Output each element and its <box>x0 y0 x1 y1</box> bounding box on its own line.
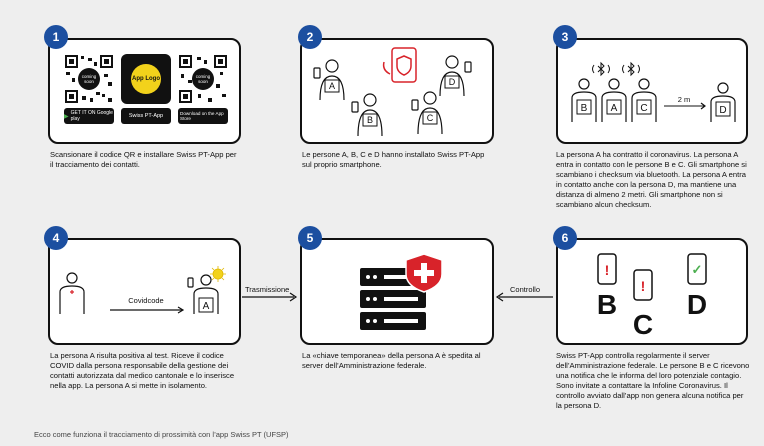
panel-step-5 <box>300 238 494 345</box>
panel-step-2: A B C D <box>300 38 494 144</box>
swiss-pt-app-badge: Swiss PT-App <box>121 108 171 124</box>
app-logo-badge: App Logo <box>131 64 161 94</box>
swiss-pt-app-label: Swiss PT-App <box>128 113 164 119</box>
step-number-label: 6 <box>561 231 569 245</box>
step-number: 4 <box>44 226 68 250</box>
phone-shield-icon <box>382 47 417 83</box>
step-description: La «chiave temporanea» della persona A è… <box>302 351 481 370</box>
check-icon: ✓ <box>692 262 703 277</box>
step-number-label: 1 <box>52 30 60 44</box>
person-a-label: A <box>203 301 210 312</box>
google-play-icon: ▶ <box>64 113 69 120</box>
step-number: 5 <box>298 226 322 250</box>
app-store-badge[interactable]: Download on the App Store <box>178 108 228 124</box>
panel-step-6: ! ! ✓ B C D <box>556 238 748 345</box>
coming-soon-badge: coming soon <box>192 68 214 90</box>
person-c-label: C <box>427 113 434 123</box>
person-d-label: D <box>449 77 456 87</box>
step-number-label: 4 <box>52 231 60 245</box>
app-store-label: Download on the App Store <box>180 111 224 121</box>
google-play-badge[interactable]: ▶ GET IT ON Google play <box>64 108 114 124</box>
swiss-shield-icon <box>405 253 443 293</box>
person-b-letter: B <box>597 289 617 320</box>
alert-icon: ! <box>605 262 610 278</box>
person-b-label: B <box>367 115 373 125</box>
server-illustration <box>360 253 443 330</box>
step-description: La persona A risulta positiva al test. R… <box>50 351 235 390</box>
person-a-label: A <box>611 103 618 114</box>
step-number-label: 3 <box>561 30 569 44</box>
google-play-label: GET IT ON Google play <box>70 110 113 122</box>
app-logo: App Logo <box>121 54 171 104</box>
panel-step-1: coming soon ▶ GET IT ON Google play App … <box>48 38 241 144</box>
covidcode-illustration: A Covidcode <box>59 266 226 314</box>
person-d-label: D <box>719 105 726 116</box>
step-description: Scansionare il codice QR e installare Sw… <box>50 150 237 169</box>
qr-code-ios: coming soon <box>178 54 228 104</box>
trasmissione-label: Trasmissione <box>245 285 290 294</box>
controllo-label: Controllo <box>510 285 541 294</box>
distance-label: 2 m <box>678 95 691 104</box>
contact-distance-illustration: B A C D 2 m <box>571 61 736 122</box>
step-description: La persona A ha contratto il coronavirus… <box>556 150 747 209</box>
step-number: 6 <box>553 226 577 250</box>
step-number-label: 2 <box>306 30 314 44</box>
person-c-letter: C <box>633 309 653 340</box>
step-number: 3 <box>553 25 577 49</box>
persons-with-phones-illustration: A B C D <box>313 47 472 137</box>
panel-step-4: A Covidcode <box>48 238 241 345</box>
person-c-label: C <box>640 103 647 114</box>
person-b-label: B <box>581 103 588 114</box>
step-description: Swiss PT-App controlla regolarmente il s… <box>556 351 750 410</box>
virus-icon <box>210 266 226 282</box>
alert-icon: ! <box>641 278 646 294</box>
step-description: Le persone A, B, C e D hanno installato … <box>302 150 485 169</box>
qr-pattern-icon <box>64 54 114 104</box>
person-a-label: A <box>329 81 335 91</box>
person-d-letter: D <box>687 289 707 320</box>
step-number: 1 <box>44 25 68 49</box>
coming-soon-label: coming soon <box>195 73 211 85</box>
app-logo-label: App Logo <box>132 76 160 82</box>
panel-step-3: B A C D 2 m <box>556 38 748 144</box>
coming-soon-badge: coming soon <box>78 68 100 90</box>
step-number-label: 5 <box>306 231 314 245</box>
qr-code-android: coming soon <box>64 54 114 104</box>
figure-caption: Ecco come funziona il tracciamento di pr… <box>34 430 289 439</box>
step-number: 2 <box>298 25 322 49</box>
arrow-left-icon <box>495 292 553 302</box>
coming-soon-label: coming soon <box>81 73 97 85</box>
notification-phones-illustration: ! ! ✓ B C D <box>597 253 707 340</box>
bluetooth-icon <box>592 61 640 77</box>
arrow-right-icon <box>242 292 298 302</box>
covidcode-label: Covidcode <box>128 296 163 305</box>
